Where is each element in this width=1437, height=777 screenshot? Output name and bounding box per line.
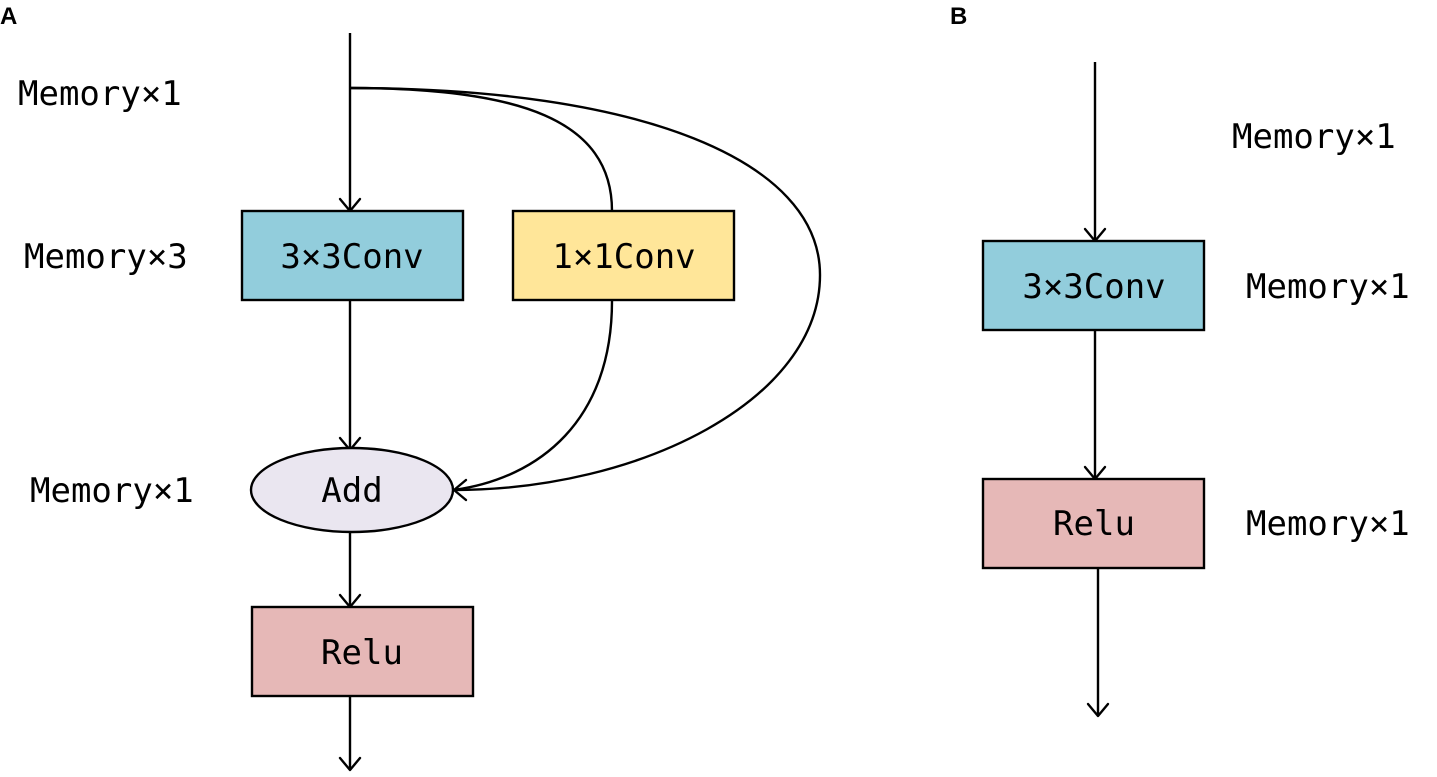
panel-a-input-memory-label: Memory×1 [18, 74, 182, 114]
panel-a-add-label: Add [321, 471, 382, 511]
panel-a-output-arrowhead [338, 756, 362, 772]
panel-b-conv3x3-label: 3×3Conv [1022, 267, 1165, 307]
panel-a-add-node: Add [249, 446, 455, 534]
panel-a-conv1x1-label: 1×1Conv [552, 237, 695, 277]
panel-a-relu-label: Relu [321, 633, 403, 673]
panel-b-conv3x3-node: 3×3Conv [981, 239, 1206, 332]
panel-b-relu-node: Relu [981, 477, 1206, 570]
panel-b-relu-box [981, 477, 1206, 570]
panel-a-conv1x1-node: 1×1Conv [511, 209, 736, 302]
panel-b-output-arrowhead [1086, 702, 1110, 718]
panel-b-conv-memory-label: Memory×1 [1246, 267, 1410, 307]
panel-b-relu-memory-label: Memory×1 [1246, 504, 1410, 544]
panel-a-letter: A [0, 3, 17, 30]
panel-a-add-memory-label: Memory×1 [30, 471, 194, 511]
panel-a-relu-node: Relu [250, 605, 475, 698]
panel-a-conv3x3-label: 3×3Conv [280, 237, 423, 277]
panel-a-relu-box [250, 605, 475, 698]
panel-a-conv1x1-box [511, 209, 736, 302]
panel-a-add-ellipse [249, 446, 455, 534]
panel-a-conv3x3-node: 3×3Conv [240, 209, 465, 302]
panel-b-letter: B [950, 3, 967, 30]
panel-a-1x1-to-add-edge [453, 300, 614, 492]
panel-b: B Memory×1 Memory×1 Memory×1 3×3Conv Rel… [950, 3, 1410, 718]
panel-a-conv-memory-label: Memory×3 [24, 237, 188, 277]
panel-a: A Memory×1 Memory×3 Memory×1 3×3Conv 1×1… [0, 3, 822, 772]
panel-a-identity-edge [349, 86, 822, 492]
panel-b-conv3x3-box [981, 239, 1206, 332]
panel-b-input-memory-label: Memory×1 [1232, 117, 1396, 157]
panel-a-conv3x3-box [240, 209, 465, 302]
panel-b-relu-label: Relu [1053, 504, 1135, 544]
